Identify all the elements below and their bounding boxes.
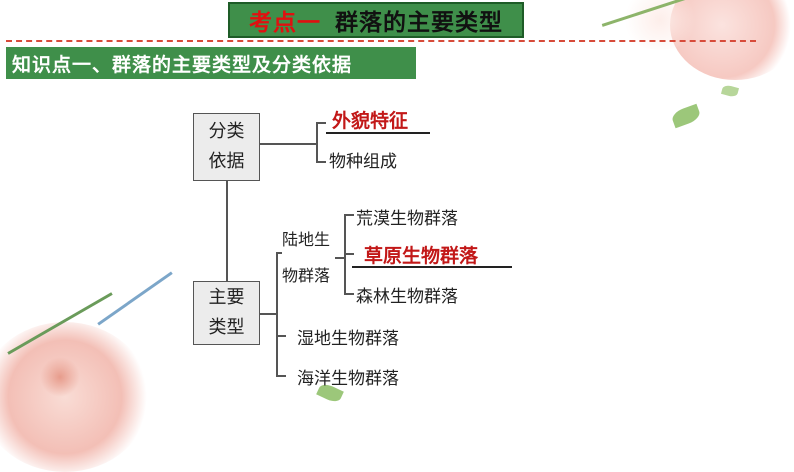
ocean-community-label: 海洋生物群落 [297,369,399,389]
types-node-line2: 类型 [208,317,245,338]
desert-community-label: 荒漠生物群落 [356,209,458,229]
land-community-line1: 陆地生 [282,230,331,249]
dashed-divider [6,40,756,42]
basis-node-line2: 依据 [208,151,245,172]
grassland-community-label: 草原生物群落 [364,245,479,267]
leaf-decoration [670,103,702,129]
slide-title: 考点一 群落的主要类型 [228,2,524,38]
section-subtitle: 知识点一、群落的主要类型及分类依据 [6,47,416,79]
connector-land-grassland [344,253,354,255]
title-part1: 考点一 [249,10,321,36]
wetland-community-label: 湿地生物群落 [297,329,399,349]
connector-land-desert [344,214,354,216]
connector-land-stem [335,257,344,259]
connector-types-stem [260,313,276,315]
classification-basis-node: 分类 依据 [193,113,260,181]
basis-node-line1: 分类 [208,121,245,142]
bottom-left-flower-decoration [0,271,200,472]
forest-community-label: 森林生物群落 [356,287,458,307]
connector-basis-bottom [316,161,326,163]
main-types-node: 主要 类型 [193,281,260,345]
connector-types-ocean [276,375,286,377]
appearance-feature-label: 外貌特征 [332,110,409,132]
connector-basis-stem [260,143,316,145]
leaf-decoration-small [720,84,740,98]
connector-types-vertical [276,252,278,376]
connector-basis-types [226,181,228,281]
connector-land-forest [344,293,354,295]
connector-basis-vertical [316,122,318,162]
connector-types-wetland [276,335,286,337]
land-community-line2: 物群落 [282,266,331,285]
connector-basis-top [316,122,326,124]
types-node-line1: 主要 [208,287,245,308]
grassland-underline [352,266,512,268]
species-composition-label: 物种组成 [329,152,397,172]
top-right-flower-decoration [600,0,794,110]
connector-types-land [276,252,282,254]
title-part2: 群落的主要类型 [335,10,503,36]
appearance-underline [326,132,430,134]
